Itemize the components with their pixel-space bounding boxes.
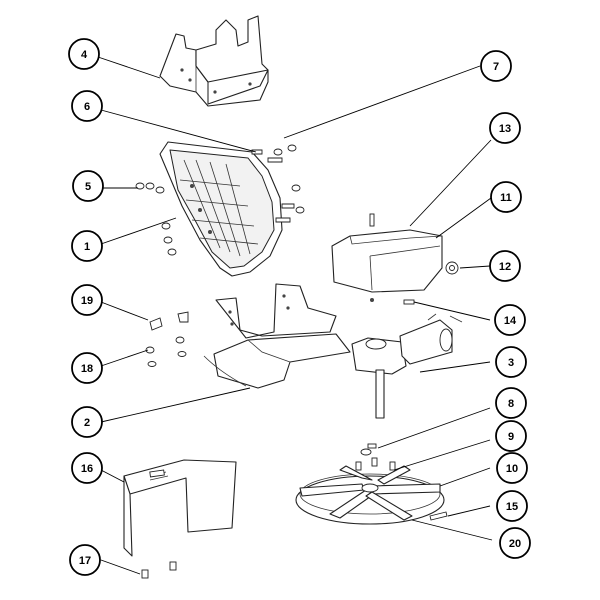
callout-18: 18 bbox=[71, 352, 103, 384]
callout-4: 4 bbox=[68, 38, 100, 70]
callout-9: 9 bbox=[495, 420, 527, 452]
callout-17: 17 bbox=[69, 544, 101, 576]
callout-10: 10 bbox=[496, 452, 528, 484]
callout-8: 8 bbox=[495, 387, 527, 419]
callout-20-label: 20 bbox=[509, 538, 521, 550]
callout-12-label: 12 bbox=[499, 261, 511, 273]
leader-lines bbox=[97, 56, 493, 575]
callout-9-label: 9 bbox=[508, 431, 514, 443]
grommet-part bbox=[445, 261, 459, 275]
callout-13: 13 bbox=[489, 112, 521, 144]
base-bracket-part bbox=[203, 283, 351, 389]
callout-16: 16 bbox=[71, 452, 103, 484]
callout-3: 3 bbox=[495, 346, 527, 378]
mounting-bracket-part bbox=[159, 15, 269, 107]
motor-cover-part bbox=[331, 213, 443, 302]
callout-6: 6 bbox=[71, 90, 103, 122]
callout-18-label: 18 bbox=[81, 363, 93, 375]
callout-4-label: 4 bbox=[81, 49, 88, 61]
deflector-plate-part bbox=[123, 459, 237, 557]
callout-5-label: 5 bbox=[85, 181, 91, 193]
callout-3-label: 3 bbox=[508, 357, 514, 369]
callout-17-label: 17 bbox=[79, 555, 91, 567]
callout-13-label: 13 bbox=[499, 123, 511, 135]
callout-1-label: 1 bbox=[84, 241, 90, 253]
callout-6-label: 6 bbox=[84, 101, 90, 113]
callout-14-label: 14 bbox=[504, 315, 517, 327]
callout-12: 12 bbox=[489, 250, 521, 282]
chute-hardware bbox=[135, 144, 305, 256]
callout-7-label: 7 bbox=[493, 61, 499, 73]
callout-2: 2 bbox=[71, 406, 103, 438]
callout-10-label: 10 bbox=[506, 463, 518, 475]
callout-11: 11 bbox=[490, 181, 522, 213]
callout-11-label: 11 bbox=[500, 192, 512, 204]
callout-7: 7 bbox=[480, 50, 512, 82]
callout-1: 1 bbox=[71, 230, 103, 262]
callout-19-label: 19 bbox=[81, 295, 93, 307]
callout-2-label: 2 bbox=[84, 417, 90, 429]
callout-16-label: 16 bbox=[81, 463, 93, 475]
spinner-disc-part bbox=[295, 465, 445, 525]
callout-14: 14 bbox=[494, 304, 526, 336]
callout-20: 20 bbox=[499, 527, 531, 559]
gear-motor-part bbox=[351, 313, 463, 419]
callout-15-label: 15 bbox=[506, 501, 518, 513]
callout-19: 19 bbox=[71, 284, 103, 316]
callout-8-label: 8 bbox=[508, 398, 514, 410]
chute-hopper-part bbox=[159, 141, 283, 277]
misc-hardware bbox=[141, 299, 448, 579]
callout-15: 15 bbox=[496, 490, 528, 522]
callout-5: 5 bbox=[72, 170, 104, 202]
